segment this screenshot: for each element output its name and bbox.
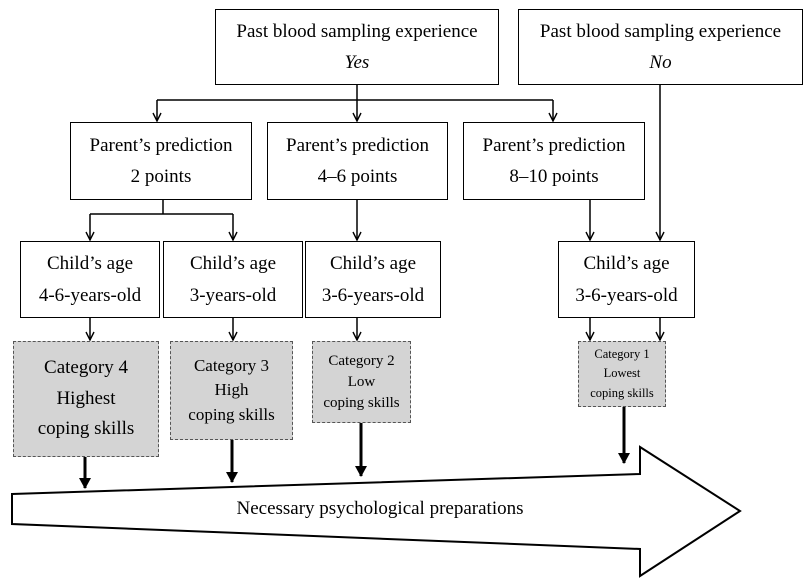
age-1-title: Child’s age xyxy=(46,253,134,275)
age-category-connectors xyxy=(90,318,660,340)
category-3-box: Category 3 High coping skills xyxy=(170,341,293,440)
category-2-name: Category 2 xyxy=(328,352,395,369)
age-box-1: Child’s age 4-6-years-old xyxy=(20,241,160,318)
category-1-skill: coping skills xyxy=(590,385,654,400)
past-experience-no-title: Past blood sampling experience xyxy=(539,20,782,42)
age-4-title: Child’s age xyxy=(583,253,670,275)
category-arrow-connectors xyxy=(79,407,630,489)
prediction-2-value: 4–6 points xyxy=(317,166,398,187)
category-1-box: Category 1 Lowest coping skills xyxy=(578,341,666,407)
category-1-level: Lowest xyxy=(603,366,641,381)
category-1-name: Category 1 xyxy=(594,346,650,361)
prediction-3-value: 8–10 points xyxy=(509,166,599,187)
category-2-level: Low xyxy=(347,373,376,390)
category-4-name: Category 4 xyxy=(44,357,128,379)
age-2-title: Child’s age xyxy=(189,253,277,275)
prediction-1-title: Parent’s prediction xyxy=(89,134,233,156)
prediction-2-title: Parent’s prediction xyxy=(286,134,429,156)
age-2-value: 3-years-old xyxy=(189,284,277,306)
past-experience-yes-title: Past blood sampling experience xyxy=(236,20,478,42)
past-experience-yes-answer: Yes xyxy=(344,52,370,73)
prediction-box-2: Parent’s prediction 4–6 points xyxy=(267,122,448,200)
past-experience-no-answer: No xyxy=(649,52,672,73)
prediction-box-1: Parent’s prediction 2 points xyxy=(70,122,252,200)
age-1-value: 4-6-years-old xyxy=(38,284,142,306)
category-2-box: Category 2 Low coping skills xyxy=(312,341,411,423)
past-experience-yes-box: Past blood sampling experience Yes xyxy=(215,9,499,85)
big-arrow xyxy=(11,445,742,578)
prediction-1-connector xyxy=(90,200,233,240)
age-4-value: 3-6-years-old xyxy=(575,284,678,306)
age-box-4: Child’s age 3-6-years-old xyxy=(558,241,695,318)
category-3-level: High xyxy=(214,380,249,400)
prediction-box-3: Parent’s prediction 8–10 points xyxy=(463,122,645,200)
category-3-skill: coping skills xyxy=(188,404,275,424)
age-box-2: Child’s age 3-years-old xyxy=(163,241,303,318)
category-2-skill: coping skills xyxy=(323,394,400,411)
category-4-level: Highest xyxy=(56,387,116,409)
category-3-name: Category 3 xyxy=(193,355,270,375)
category-4-box: Category 4 Highest coping skills xyxy=(13,341,159,457)
prediction-3-title: Parent’s prediction xyxy=(482,134,626,156)
past-experience-no-box: Past blood sampling experience No xyxy=(518,9,803,85)
age-3-value: 3-6-years-old xyxy=(321,284,425,306)
category-4-skill: coping skills xyxy=(37,418,135,440)
big-arrow-label: Necessary psychological preparations xyxy=(236,498,524,519)
age-box-3: Child’s age 3-6-years-old xyxy=(305,241,441,318)
yes-connector xyxy=(157,85,553,121)
prediction-1-value: 2 points xyxy=(130,166,192,187)
age-3-title: Child’s age xyxy=(329,253,417,275)
